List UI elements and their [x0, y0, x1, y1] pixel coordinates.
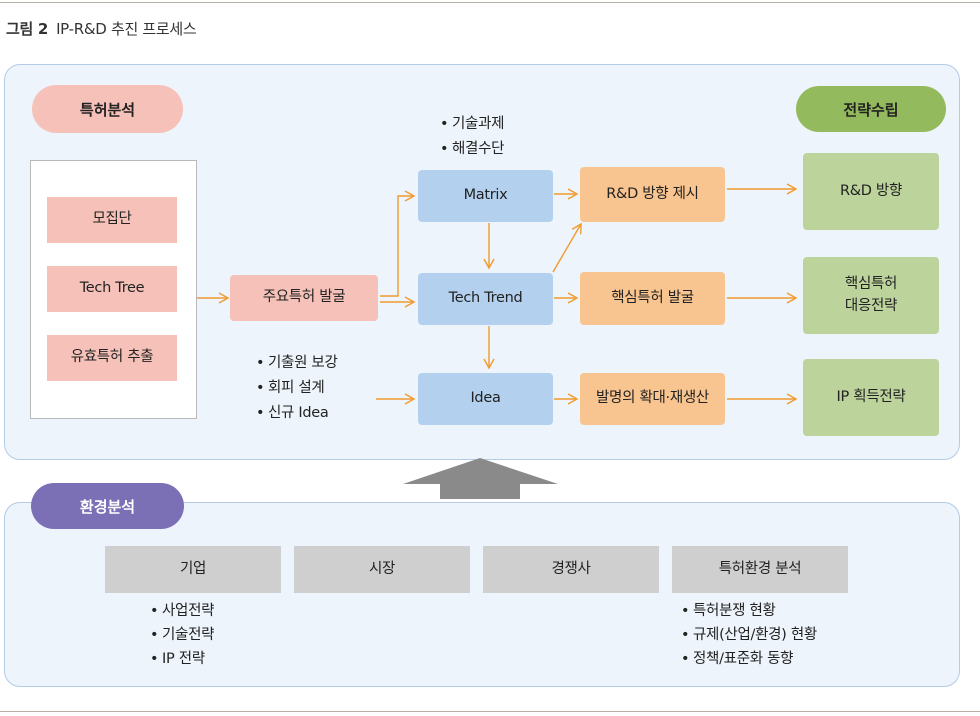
company-bullet-list: 사업전략 기술전략 IP 전략 [150, 599, 214, 671]
key-patent-box: 주요특허 발굴 [230, 275, 378, 321]
arrow-key-to-matrix [380, 190, 416, 297]
core-patent-strategy-line2: 대응전략 [844, 297, 898, 314]
bullet-item: 특허분쟁 현황 [681, 599, 817, 623]
bullet-item: 사업전략 [150, 599, 214, 623]
bullet-item: 기술과제 [440, 112, 504, 137]
top-rule [0, 2, 980, 3]
bullet-item: 회피 설계 [256, 376, 338, 401]
bullet-item: 기출원 보강 [256, 351, 338, 376]
matrix-box: Matrix [418, 170, 553, 222]
idea-box: Idea [418, 373, 553, 425]
core-patent-strategy-box: 핵심특허 대응전략 [803, 257, 939, 334]
figure-title: 그림 2 IP-R&D 추진 프로세스 [6, 18, 197, 39]
tech-tree-box: Tech Tree [47, 266, 177, 312]
bullet-item: IP 전략 [150, 647, 214, 671]
invention-expansion-box: 발명의 확대·재생산 [580, 373, 725, 425]
strategy-pill: 전략수립 [796, 86, 946, 132]
core-patent-discovery-box: 핵심특허 발굴 [580, 272, 725, 325]
bullet-item: 신규 Idea [256, 401, 338, 426]
figure-number: 그림 2 [6, 20, 49, 38]
bullet-item: 규제(산업/환경) 현황 [681, 623, 817, 647]
market-box: 시장 [294, 546, 470, 593]
competitor-box: 경쟁사 [483, 546, 659, 593]
figure-caption: IP-R&D 추진 프로세스 [56, 20, 197, 38]
up-arrow-icon [403, 458, 558, 499]
bullet-item: 해결수단 [440, 137, 504, 162]
patent-analysis-pill: 특허분석 [32, 85, 183, 133]
bottom-rule [0, 711, 980, 712]
population-box: 모집단 [47, 197, 177, 243]
ip-strategy-box: IP 획득전략 [803, 359, 939, 436]
idea-bullet-list: 기출원 보강 회피 설계 신규 Idea [256, 351, 338, 426]
patent-environment-bullet-list: 특허분쟁 현황 규제(산업/환경) 현황 정책/표준화 동향 [681, 599, 817, 671]
top-bullet-list: 기술과제 해결수단 [440, 112, 504, 162]
rd-direction-suggest-box: R&D 방향 제시 [580, 167, 725, 222]
environment-analysis-pill: 환경분석 [31, 483, 184, 529]
tech-trend-box: Tech Trend [418, 273, 553, 325]
arrow-trend-to-suggest [552, 222, 582, 273]
valid-patent-box: 유효특허 추출 [47, 335, 177, 381]
patent-environment-box: 특허환경 분석 [672, 546, 848, 593]
rd-direction-box: R&D 방향 [803, 153, 939, 230]
core-patent-strategy-line1: 핵심특허 [844, 276, 898, 293]
bullet-item: 기술전략 [150, 623, 214, 647]
bullet-item: 정책/표준화 동향 [681, 647, 817, 671]
company-box: 기업 [105, 546, 281, 593]
